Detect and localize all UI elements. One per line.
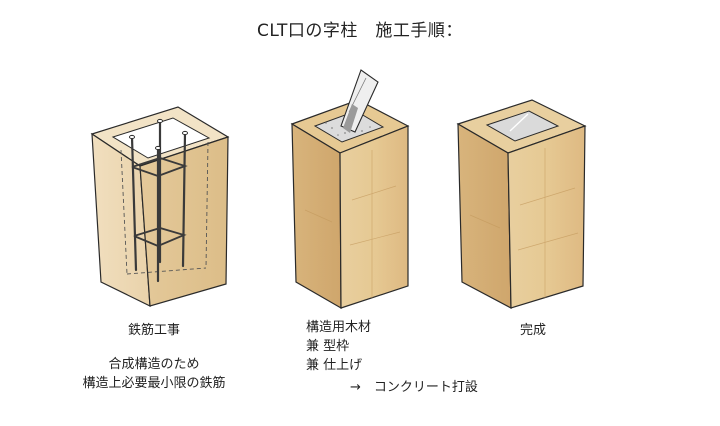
step3-heading: 完成 bbox=[520, 323, 547, 338]
column2-side-face bbox=[339, 125, 409, 309]
column3-front-face bbox=[457, 122, 512, 310]
step2-line-3: 兼 仕上げ bbox=[306, 358, 363, 373]
rebar-tops bbox=[129, 118, 188, 151]
column2-wood-grain bbox=[304, 150, 401, 298]
column-completed-stage bbox=[456, 99, 587, 310]
rebar-hoops bbox=[131, 157, 188, 247]
step2-description: 構造用木材 兼 型枠 兼 仕上げ bbox=[306, 318, 371, 375]
column3-concrete-core bbox=[485, 110, 560, 142]
step1-line-1: 合成構造のため bbox=[108, 357, 200, 372]
rebar-cage bbox=[130, 119, 187, 283]
step2-arrow-line: → コンクリート打設 bbox=[350, 380, 478, 395]
step1-heading: 鉄筋工事 bbox=[127, 323, 180, 338]
step2-line-2: 兼 型枠 bbox=[306, 339, 350, 354]
concrete-stream bbox=[343, 104, 358, 133]
column1-hidden-edges bbox=[120, 141, 209, 275]
step2-line-1: 構造用木材 bbox=[306, 320, 372, 335]
column-pouring-stage bbox=[290, 69, 410, 310]
column3-side-face bbox=[507, 125, 586, 309]
diagram-title: CLT口の字柱 施工手順： bbox=[257, 21, 463, 41]
step1-description: 合成構造のため 構造上必要最小限の鉄筋 bbox=[0, 355, 308, 393]
column2-front-face bbox=[291, 122, 342, 310]
column3-wood-grain bbox=[469, 148, 579, 298]
column-rebar-stage bbox=[90, 106, 230, 307]
step1-line-2: 構造上必要最小限の鉄筋 bbox=[82, 376, 226, 391]
